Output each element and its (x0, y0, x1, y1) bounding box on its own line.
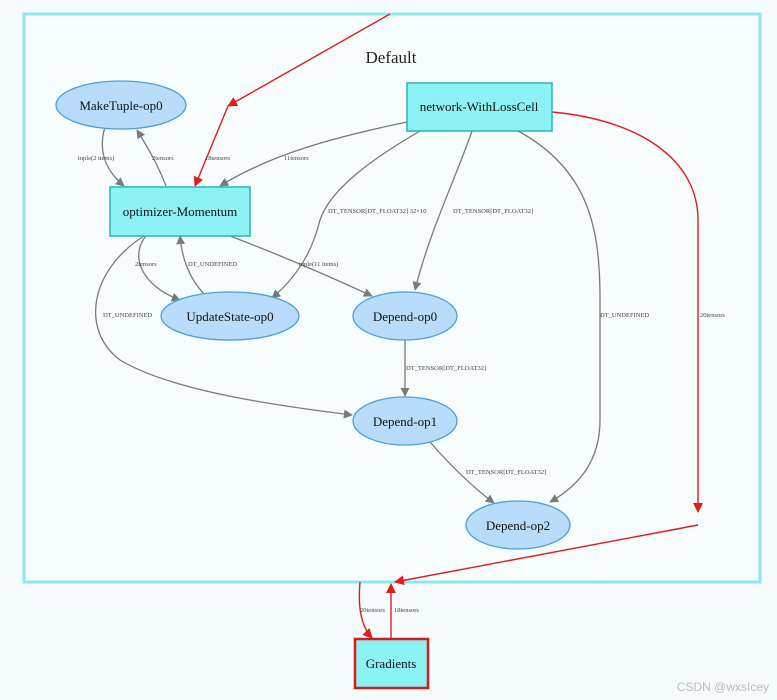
node-depend2[interactable]: Depend-op2 (465, 500, 571, 550)
edge-network-to-depend0 (412, 130, 473, 291)
watermark: CSDN @wxsIcey (676, 680, 769, 694)
label-net-to-opt: 11tensors (284, 155, 309, 162)
node-label: Gradients (366, 656, 417, 671)
label-grad-in: 20tensors (360, 607, 385, 614)
label-opt-to-us: 2tensors (135, 261, 157, 268)
node-network[interactable]: network-WithLossCell (406, 82, 553, 132)
edge-cluster-to-gradients (358, 581, 373, 639)
edge-optimizer-to-maketuple (136, 129, 167, 187)
label-net-to-out: 20tensors (700, 312, 725, 319)
node-label: network-WithLossCell (420, 99, 539, 114)
node-label: UpdateState-op0 (186, 309, 273, 324)
edge-input-to-junction (227, 13, 391, 107)
edge-network-to-updatestate (271, 130, 421, 299)
node-label: Depend-op2 (486, 518, 550, 533)
label-mt-to-opt: tuple(2 items) (78, 155, 114, 162)
edge-maketuple-to-optimizer (101, 126, 125, 187)
edge-network-to-depend2 (517, 130, 601, 503)
edge-labels: tuple(2 items) 2tensors 18tensors 11tens… (78, 155, 725, 614)
cluster-title: Default (366, 48, 417, 67)
gray-edges (95, 121, 601, 504)
node-label: optimizer-Momentum (123, 204, 238, 219)
label-grad-out: 18tensors (394, 607, 419, 614)
edge-updatestate-to-optimizer (176, 235, 207, 297)
node-maketuple[interactable]: MakeTuple-op0 (55, 80, 187, 130)
edge-junction-to-output (394, 524, 699, 586)
label-opt-to-d0: tuple(11 items) (299, 261, 338, 268)
label-net-to-d0: DT_TENSOR[DT_FLOAT32] (453, 208, 533, 215)
label-d1-to-d2: DT_TENSOR[DT_FLOAT32] (466, 469, 546, 476)
red-edges (193, 13, 703, 639)
label-net-to-d2: DT_UNDEFINED (600, 312, 649, 319)
edge-depend1-to-depend2 (429, 441, 495, 504)
edge-optimizer-to-updatestate (138, 235, 181, 302)
label-in-to-opt: 18tensors (205, 155, 230, 162)
label-net-to-us: DT_TENSOR[DT_FLOAT32] 32×10 (328, 208, 426, 215)
label-us-to-opt: DT_UNDEFINED (188, 261, 237, 268)
node-label: MakeTuple-op0 (79, 98, 162, 113)
label-opt-to-d1: DT_UNDEFINED (103, 312, 152, 319)
node-depend0[interactable]: Depend-op0 (352, 291, 458, 341)
edge-junction-to-optimizer (193, 105, 229, 187)
edge-network-to-junction (551, 111, 703, 513)
label-d0-to-d1: DT_TENSOR[DT_FLOAT32] (406, 365, 486, 372)
node-optimizer[interactable]: optimizer-Momentum (109, 186, 251, 237)
edge-network-to-optimizer (219, 121, 408, 187)
node-depend1[interactable]: Depend-op1 (352, 396, 458, 446)
edge-optimizer-to-depend0 (229, 235, 373, 297)
edge-optimizer-to-depend1 (95, 235, 353, 419)
node-label: Depend-op0 (373, 309, 437, 324)
label-opt-to-mt: 2tensors (152, 155, 174, 162)
node-gradients[interactable]: Gradients (353, 637, 430, 690)
node-label: Depend-op1 (373, 414, 437, 429)
node-updatestate[interactable]: UpdateState-op0 (160, 291, 300, 341)
